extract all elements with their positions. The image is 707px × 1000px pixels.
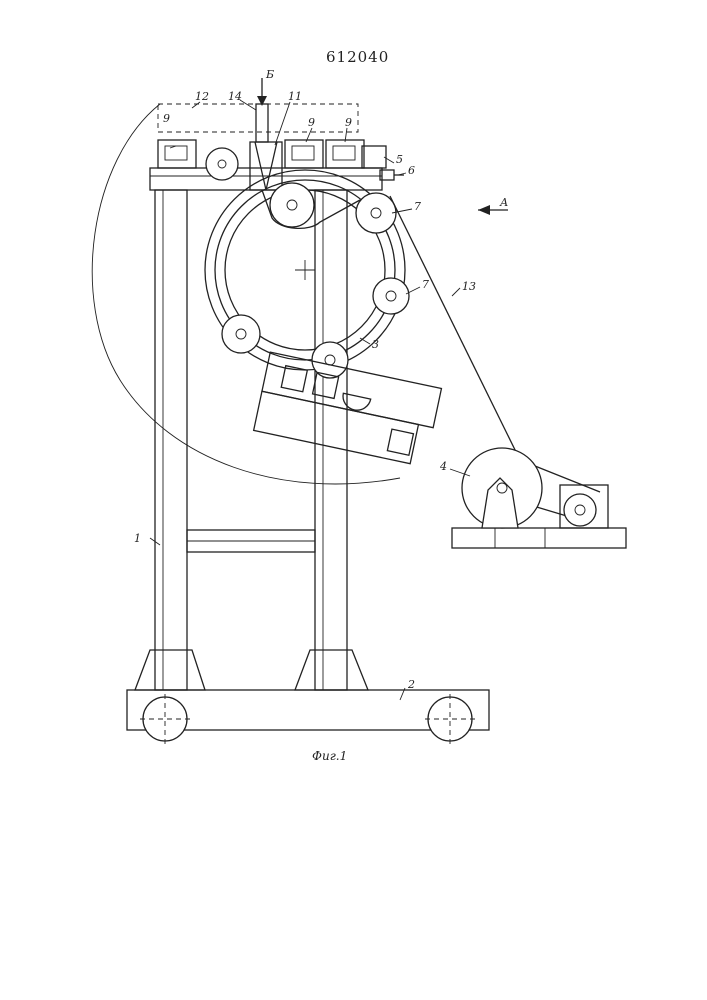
figure-caption: Фиг.1 [312,749,347,763]
callout-drum: 4 [439,460,447,473]
callout-base: 2 [407,678,415,691]
callout-roller-upper: 7 [414,200,421,213]
top-beam [150,78,404,190]
callout-hanger: 14 [228,90,242,103]
callout-frame: 1 [134,532,141,545]
callout-ring: 3 [372,338,379,351]
callout-cover: 12 [195,90,209,103]
drum-unit [452,448,626,548]
cover-outline [158,104,358,132]
roller-7-upper [356,193,396,233]
callout-bracket: 5 [396,153,403,166]
callout-lever: 11 [288,90,302,103]
view-arrow-top-label: Б [265,68,274,81]
belt-line [390,196,520,460]
callout-block-right: 9 [345,116,352,129]
callout-roller-right: 7 [422,278,429,291]
roller-7-right [373,278,409,314]
callout-block-left: 9 [163,112,170,125]
callout-belt: 13 [462,280,476,293]
callout-block-mid: 9 [308,116,315,129]
callout-screw: 6 [408,164,415,177]
document-number: 612040 [326,48,389,66]
swing-arc [92,104,400,484]
view-arrow-right-label: А [499,196,508,209]
frame [135,190,368,690]
base-carriage [127,690,489,744]
